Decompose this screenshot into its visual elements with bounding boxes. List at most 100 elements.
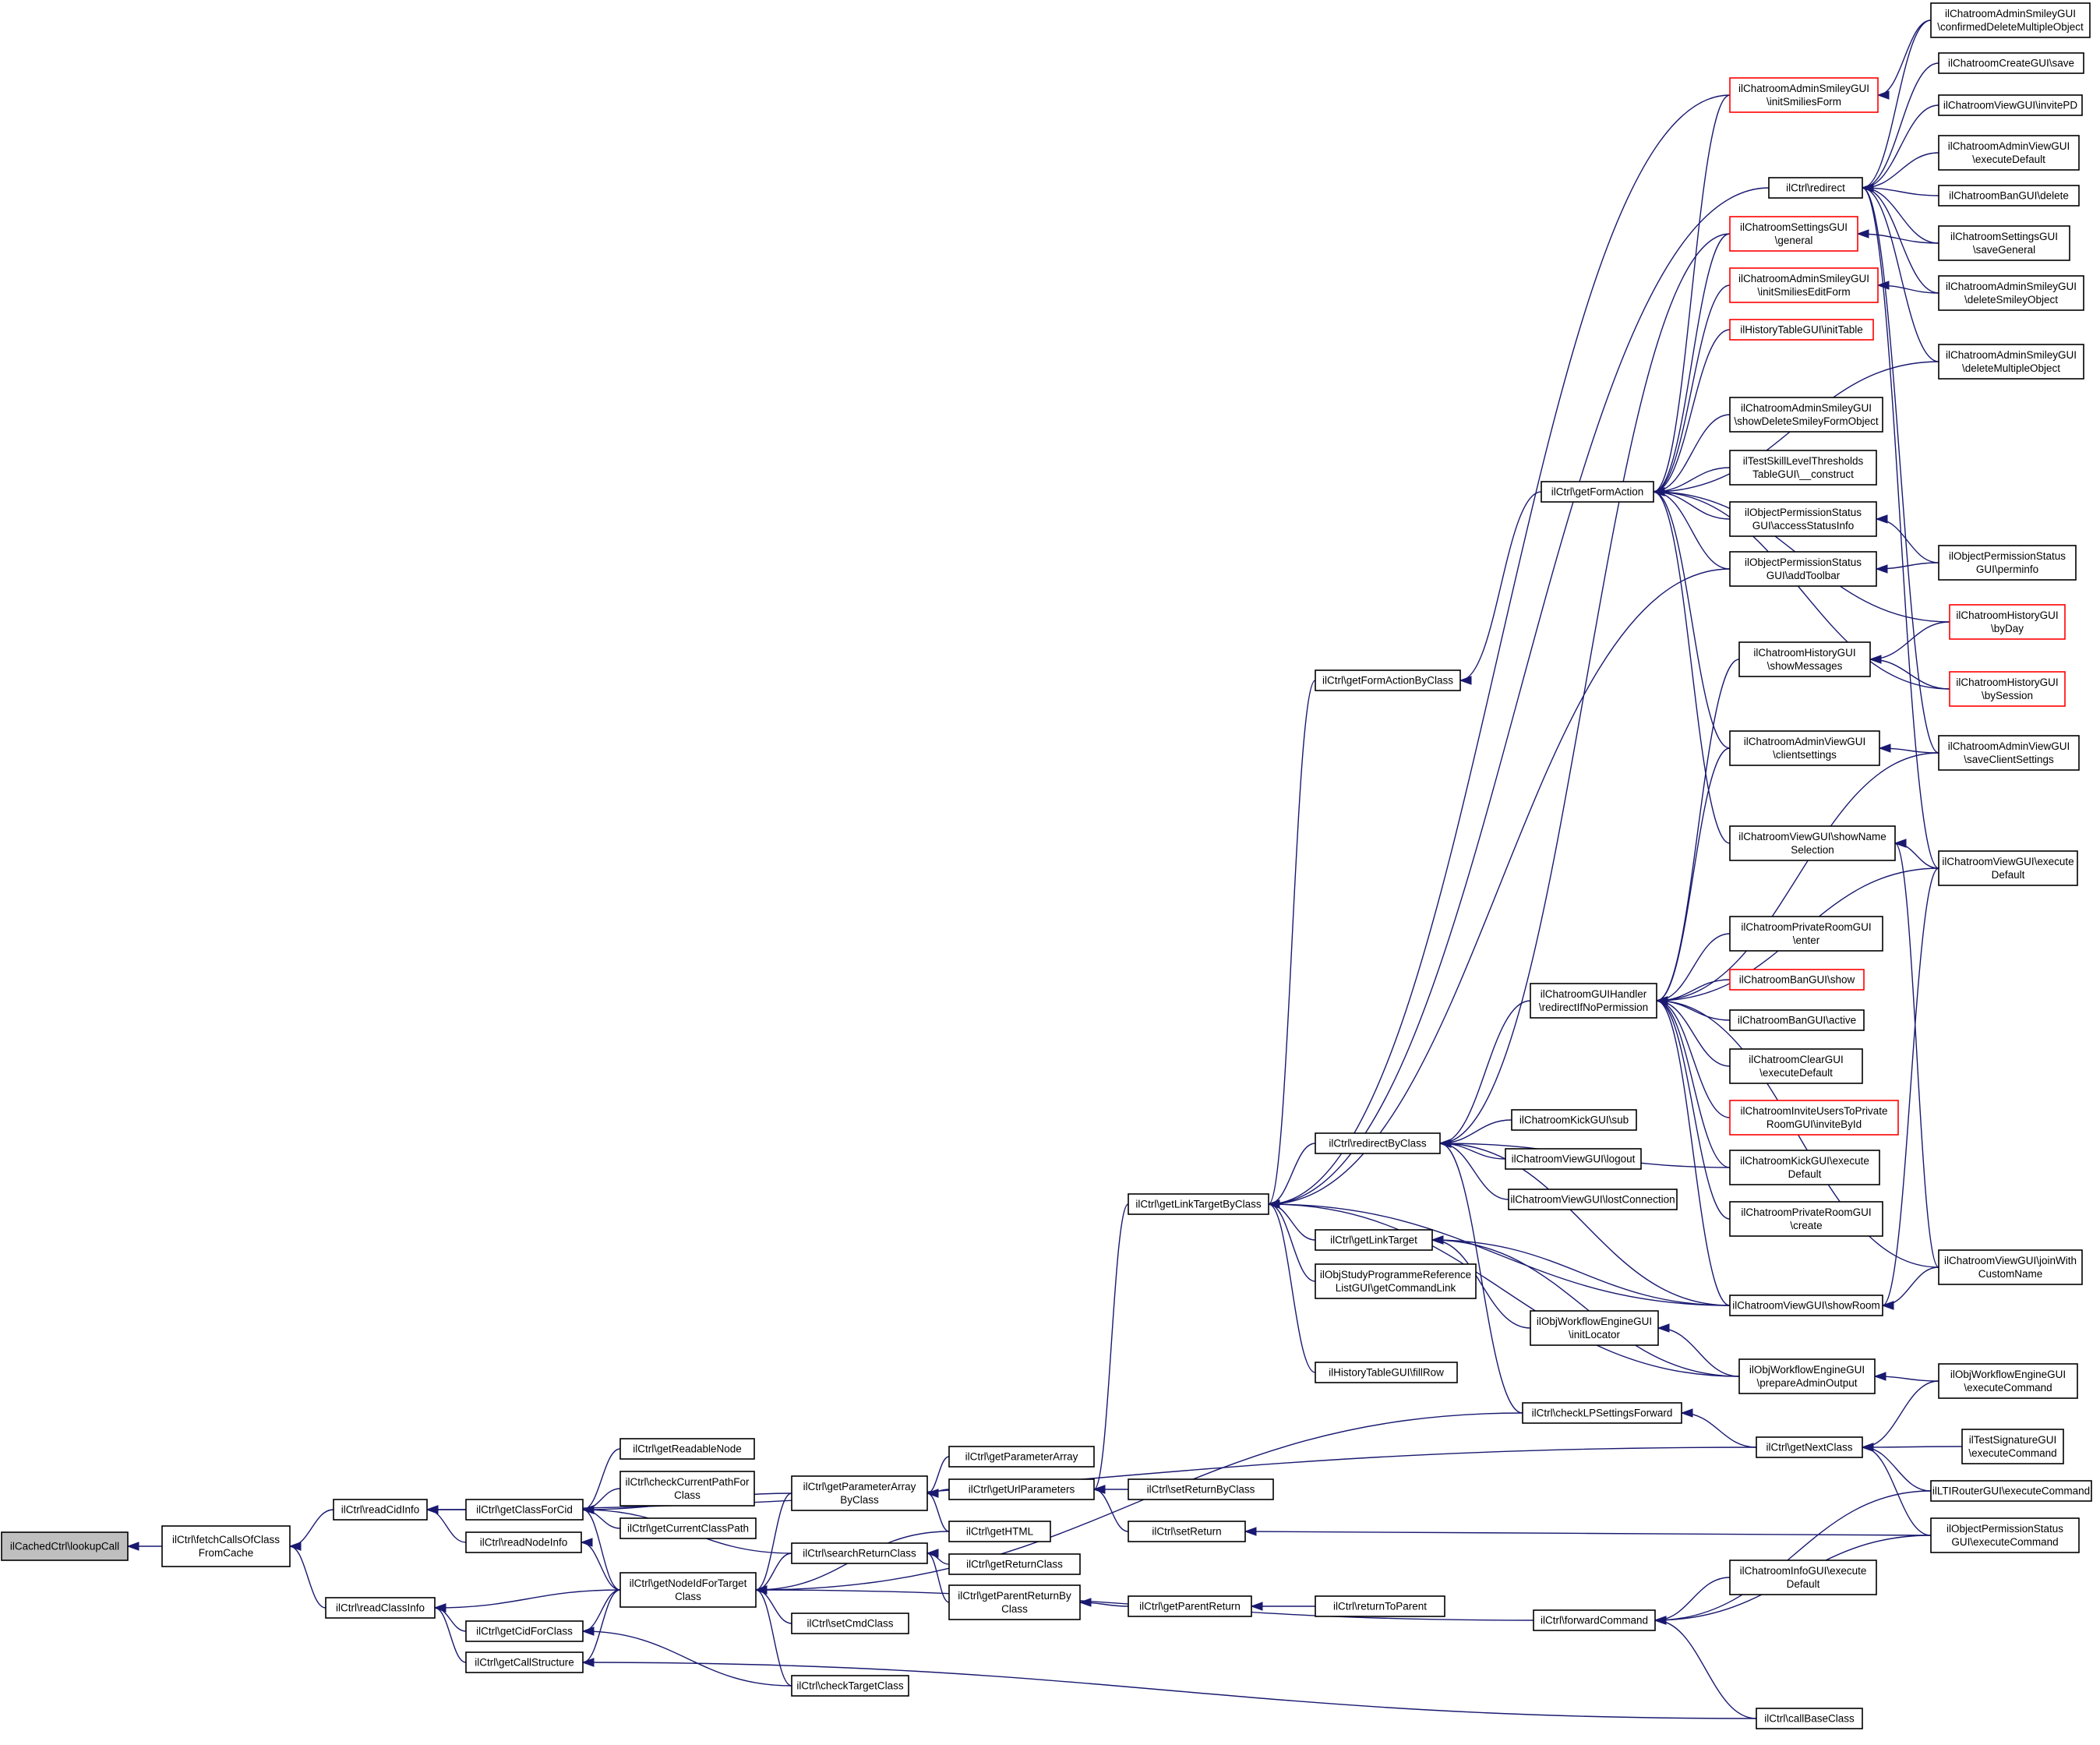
- node-ilchatroominviteuserstoprivateroomgui-invitebyid[interactable]: ilChatroomInviteUsersToPrivateRoomGUI\in…: [1729, 1100, 1899, 1136]
- arrowhead-icon: [581, 1627, 595, 1636]
- node-ilchatroomhistorygui-showmessages[interactable]: ilChatroomHistoryGUI\showMessages: [1738, 641, 1871, 677]
- node-ilchatroominfogui-executedefault[interactable]: ilChatroomInfoGUI\executeDefault: [1729, 1560, 1877, 1595]
- node-ilctrl-checktargetclass[interactable]: ilCtrl\checkTargetClass: [791, 1675, 909, 1697]
- node-ilctrl-getlinktargetbyclass[interactable]: ilCtrl\getLinkTargetByClass: [1128, 1193, 1269, 1215]
- node-ilchatroomviewgui-executedefault[interactable]: ilChatroomViewGUI\executeDefault: [1938, 850, 2078, 886]
- node-ilobjworkflowenginegui-initlocator[interactable]: ilObjWorkflowEngineGUI\initLocator: [1530, 1310, 1659, 1346]
- node-ilobjworkflowenginegui-executecommand[interactable]: ilObjWorkflowEngineGUI\executeCommand: [1938, 1363, 2078, 1399]
- node-ilctrl-getlinktarget[interactable]: ilCtrl\getLinkTarget: [1315, 1229, 1433, 1251]
- node-label: ilChatroomHistoryGUI: [1956, 676, 2058, 688]
- node-ilchatroomadminviewgui-saveclientsettings[interactable]: ilChatroomAdminViewGUI\saveClientSetting…: [1938, 735, 2080, 771]
- arrowhead-icon: [1459, 676, 1472, 685]
- node-box: [1128, 1478, 1274, 1500]
- node-ilctrl-forwardcommand[interactable]: ilCtrl\forwardCommand: [1533, 1609, 1656, 1631]
- node-ilchatroomcleargui-executedefault[interactable]: ilChatroomClearGUI\executeDefault: [1729, 1048, 1863, 1084]
- node-ilobjectpermissionstatusgui-executecommand[interactable]: ilObjectPermissionStatusGUI\executeComma…: [1930, 1517, 2080, 1553]
- node-ilctrl-getformaction[interactable]: ilCtrl\getFormAction: [1541, 481, 1654, 503]
- arrowhead-icon: [1873, 1372, 1886, 1381]
- node-ilchatroomhistorygui-bysession[interactable]: ilChatroomHistoryGUI\bySession: [1949, 671, 2066, 707]
- node-iltestskilllevelthresholdstablegui-construct[interactable]: ilTestSkillLevelThresholdsTableGUI\__con…: [1729, 450, 1877, 486]
- node-ilctrl-getnextclass[interactable]: ilCtrl\getNextClass: [1756, 1436, 1863, 1458]
- node-ilctrl-geturlparameters[interactable]: ilCtrl\getUrlParameters: [948, 1478, 1095, 1500]
- node-label: ilChatroomAdminViewGUI: [1744, 736, 1866, 747]
- node-illtiroutergui-executecommand[interactable]: ilLTIRouterGUI\executeCommand: [1930, 1480, 2092, 1502]
- arrowhead-icon: [580, 1538, 593, 1547]
- node-ilchatroomadminsmileygui-showdeletesmileyformobject[interactable]: ilChatroomAdminSmileyGUI\showDeleteSmile…: [1729, 397, 1883, 433]
- edge-n31-n42: [1653, 284, 1731, 493]
- node-ilctrl-getclassforcid[interactable]: ilCtrl\getClassForCid: [465, 1499, 584, 1521]
- node-label: ilObjStudyProgrammeReference: [1320, 1269, 1471, 1280]
- node-ilctrl-readnodeinfo[interactable]: ilCtrl\readNodeInfo: [465, 1531, 582, 1553]
- node-ilctrl-getparentreturn[interactable]: ilCtrl\getParentReturn: [1128, 1595, 1252, 1617]
- node-ilchatroomsettingsgui-general[interactable]: ilChatroomSettingsGUI\general: [1729, 216, 1858, 252]
- node-ilchatroomadminsmileygui-deletemultipleobject[interactable]: ilChatroomAdminSmileyGUI\deleteMultipleO…: [1938, 344, 2084, 380]
- node-ilctrl-redirect[interactable]: ilCtrl\redirect: [1768, 177, 1863, 199]
- edge-n39-n64: [1862, 62, 1939, 189]
- node-ilchatroomcreategui-save[interactable]: ilChatroomCreateGUI\save: [1938, 52, 2084, 74]
- node-label: ilChatroomClearGUI: [1749, 1054, 1844, 1065]
- node-ilctrl-returntoparent[interactable]: ilCtrl\returnToParent: [1315, 1595, 1445, 1617]
- node-ilctrl-callbaseclass[interactable]: ilCtrl\callBaseClass: [1756, 1708, 1863, 1729]
- node-ilcachedctrl-lookupcall[interactable]: ilCachedCtrl\lookupCall: [1, 1531, 129, 1561]
- edge-n1-n2: [289, 1509, 334, 1547]
- node-label: \executeDefault: [1972, 154, 2045, 165]
- edge-n25-n58: [1268, 1203, 1731, 1306]
- node-ilctrl-redirectbyclass[interactable]: ilCtrl\redirectByClass: [1315, 1132, 1441, 1154]
- node-ilchatroomsettingsgui-savegeneral[interactable]: ilChatroomSettingsGUI\saveGeneral: [1938, 225, 2070, 261]
- node-ilchatroombangui-delete[interactable]: ilChatroomBanGUI\delete: [1938, 185, 2080, 207]
- node-ilchatroombangui-show[interactable]: ilChatroomBanGUI\show: [1729, 969, 1865, 991]
- node-ilctrl-getreadablenode[interactable]: ilCtrl\getReadableNode: [619, 1438, 755, 1460]
- node-ilobjectpermissionstatusgui-accessstatusinfo[interactable]: ilObjectPermissionStatusGUI\accessStatus…: [1729, 501, 1877, 537]
- node-ilctrl-readclassinfo[interactable]: ilCtrl\readClassInfo: [325, 1597, 436, 1619]
- edge-n4-n8: [582, 1448, 621, 1510]
- node-ilctrl-getformactionbyclass[interactable]: ilCtrl\getFormActionByClass: [1315, 669, 1461, 691]
- node-ilctrl-getcidforclass[interactable]: ilCtrl\getCidForClass: [465, 1620, 584, 1642]
- node-ilctrl-getparameterarray[interactable]: ilCtrl\getParameterArray: [948, 1446, 1095, 1468]
- node-ilchatroomadminsmileygui-deletesmileyobject[interactable]: ilChatroomAdminSmileyGUI\deleteSmileyObj…: [1938, 275, 2084, 311]
- arrowhead-icon: [1875, 514, 1888, 524]
- node-ilchatroomkickgui-sub[interactable]: ilChatroomKickGUI\sub: [1511, 1109, 1637, 1131]
- node-ilctrl-setreturn[interactable]: ilCtrl\setReturn: [1128, 1521, 1246, 1542]
- node-ilctrl-setcmdclass[interactable]: ilCtrl\setCmdClass: [791, 1613, 909, 1634]
- node-ilhistorytablegui-fillrow[interactable]: ilHistoryTableGUI\fillRow: [1315, 1362, 1458, 1383]
- node-ilctrl-getcurrentclasspath[interactable]: ilCtrl\getCurrentClassPath: [619, 1517, 757, 1539]
- node-ilctrl-checklpsettingsforward[interactable]: ilCtrl\checkLPSettingsForward: [1522, 1402, 1682, 1424]
- node-ilchatroomadminsmileygui-confirmeddeletemultipleobject[interactable]: ilChatroomAdminSmileyGUI\confirmedDelete…: [1930, 2, 2091, 38]
- node-ilchatroombangui-active[interactable]: ilChatroomBanGUI\active: [1729, 1009, 1865, 1031]
- node-ilchatroomadminsmileygui-initsmiliesform[interactable]: ilChatroomAdminSmileyGUI\initSmiliesForm: [1729, 77, 1879, 113]
- arrowhead-icon: [126, 1542, 139, 1551]
- node-ilchatroomviewgui-logout[interactable]: ilChatroomViewGUI\logout: [1505, 1148, 1642, 1170]
- node-ilchatroomhistorygui-byday[interactable]: ilChatroomHistoryGUI\byDay: [1949, 604, 2066, 640]
- node-ilchatroomprivateroomgui-create[interactable]: ilChatroomPrivateRoomGUI\create: [1729, 1201, 1883, 1237]
- node-iltestsignaturegui-executecommand[interactable]: ilTestSignatureGUI\executeCommand: [1961, 1429, 2064, 1464]
- node-ilchatroomadminviewgui-clientsettings[interactable]: ilChatroomAdminViewGUI\clientsettings: [1729, 730, 1880, 766]
- node-ilctrl-getcallstructure[interactable]: ilCtrl\getCallStructure: [465, 1651, 584, 1673]
- node-ilctrl-setreturnbyclass[interactable]: ilCtrl\setReturnByClass: [1128, 1478, 1274, 1500]
- node-ilchatroomviewgui-invitepd[interactable]: ilChatroomViewGUI\invitePD: [1938, 94, 2083, 116]
- node-ilchatroomadminsmileygui-initsmilieseditform[interactable]: ilChatroomAdminSmileyGUI\initSmiliesEdit…: [1729, 267, 1879, 303]
- node-ilchatroomkickgui-executedefault[interactable]: ilChatroomKickGUI\executeDefault: [1729, 1150, 1880, 1185]
- node-ilhistorytablegui-inittable[interactable]: ilHistoryTableGUI\initTable: [1729, 319, 1874, 341]
- node-ilchatroomviewgui-lostconnection[interactable]: ilChatroomViewGUI\lostConnection: [1508, 1189, 1678, 1210]
- node-ilctrl-readcidinfo[interactable]: ilCtrl\readCidInfo: [333, 1499, 428, 1521]
- node-box: [1756, 1436, 1863, 1458]
- node-ilchatroomprivateroomgui-enter[interactable]: ilChatroomPrivateRoomGUI\enter: [1729, 916, 1883, 952]
- node-ilctrl-searchreturnclass[interactable]: ilCtrl\searchReturnClass: [791, 1542, 928, 1564]
- node-ilctrl-getreturnclass[interactable]: ilCtrl\getReturnClass: [948, 1553, 1081, 1575]
- node-ilobjworkflowenginegui-prepareadminoutput[interactable]: ilObjWorkflowEngineGUI\prepareAdminOutpu…: [1738, 1358, 1876, 1394]
- node-ilchatroomviewgui-showroom[interactable]: ilChatroomViewGUI\showRoom: [1729, 1295, 1883, 1316]
- node-ilctrl-gethtml[interactable]: ilCtrl\getHTML: [948, 1521, 1051, 1542]
- node-ilobjstudyprogrammereferencelistgui-getcommandlink[interactable]: ilObjStudyProgrammeReferenceListGUI\getC…: [1315, 1263, 1477, 1299]
- node-ilchatroomguihandler-redirectifnopermission[interactable]: ilChatroomGUIHandler\redirectIfNoPermiss…: [1530, 983, 1657, 1019]
- node-box: [1315, 1362, 1458, 1383]
- node-ilchatroomadminviewgui-executedefault[interactable]: ilChatroomAdminViewGUI\executeDefault: [1938, 135, 2080, 171]
